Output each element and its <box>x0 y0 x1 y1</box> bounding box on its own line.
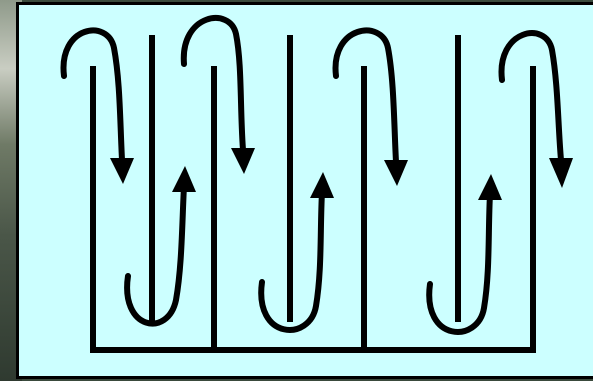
flow-arrow-down-4 <box>498 30 564 163</box>
tank-structure <box>90 35 536 353</box>
flow-arrow-down-2 <box>180 15 246 153</box>
arrowhead-up-2 <box>310 172 334 198</box>
tank-outline <box>90 66 536 353</box>
flow-arrow-down-1 <box>60 27 125 163</box>
flow-arrow-up-2 <box>258 189 325 333</box>
arrowhead-down-3 <box>384 160 408 186</box>
arrowhead-down-1 <box>110 158 134 184</box>
flow-arrow-up-1 <box>124 183 187 327</box>
flow-arrow-down-3 <box>332 27 399 165</box>
arrowhead-up-3 <box>478 174 502 200</box>
flow-arrow-up-3 <box>426 191 493 335</box>
flow-arrows <box>60 15 564 335</box>
arrowhead-down-4 <box>549 158 573 188</box>
arrowhead-down-2 <box>231 148 255 174</box>
arrowhead-up-1 <box>172 166 196 192</box>
arrow-heads <box>110 148 573 200</box>
